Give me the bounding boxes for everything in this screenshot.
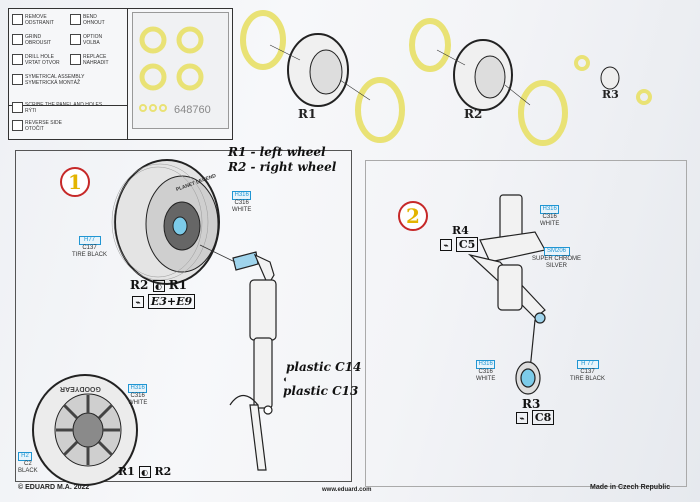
inset-wheel [32,374,138,486]
part-r2: R2 [130,278,149,292]
inset-tire-badge: H2 C2 BLACK [18,452,38,475]
inset-hub-name: C316 [130,393,145,399]
step2-chrome-badge: SM206 SUPER CHROME SILVER [532,247,581,270]
step-1-marker: 1 [60,167,90,197]
inset-parts-line: R1 ◐ R2 [118,465,171,478]
inset-part-r2: R2 [154,465,172,478]
step-1-frame [15,150,352,482]
inset-hub-badge: H316 C316 WHITE [128,384,148,407]
step1-strut [229,251,277,471]
inset-tire-code: H2 [18,452,32,461]
strut-option-icon: ◐ [283,374,289,384]
step2-part-c8-line: ⌁ C8 [516,410,555,425]
step1-parts-line: R2 ◐ R1 [130,278,187,292]
top-wheel-r3 [574,55,652,105]
step2-black-code: H 77 [576,360,599,369]
step2-glue-icon: ⌁ [440,239,452,251]
tire-color-badge: H77 C137 TIRE BLACK [72,236,107,259]
step2-top-name: C316 [542,214,557,220]
tire-color-name: C137 [82,245,97,251]
step2-top-code: H316 [540,205,560,214]
step2-chrome-desc: SILVER [546,263,567,269]
inset-hub-desc: WHITE [128,400,148,406]
step2-white-name: C316 [478,369,493,375]
drill-icon [12,54,23,65]
footer-url: www.eduard.com [322,487,372,493]
step2-part-c5: C5 [455,237,479,252]
hub-color-name: C316 [234,200,249,206]
footer-copyright: © EDUARD M.A. 2022 [18,484,90,491]
inset-brand-text: GOODYEAR [60,385,101,392]
strut-label-c14: plastic C14 [286,360,362,374]
step2-part-r4: R4 [452,224,469,237]
reverse-icon [12,120,23,131]
step2-black-badge: H 77 C137 TIRE BLACK [570,360,605,383]
grind-icon [12,34,23,45]
glue-icon: ⌁ [132,296,144,308]
step2-part-c5-line: ⌁ C5 [440,237,479,252]
step2-part-r3: R3 [522,397,541,411]
inset-photo-etch-icon: ◐ [138,466,151,478]
strut-label-c13: plastic C13 [283,384,359,398]
step2-white-code: H316 [476,360,496,369]
glue-parts: E3+E9 [147,294,196,309]
step2-black-desc: TIRE BLACK [570,376,606,382]
step2-white-desc: WHITE [476,376,496,382]
step2-chrome-name: SUPER CHROME [532,256,582,262]
part-r1: R1 [168,278,188,292]
tire-color-desc: TIRE BLACK [72,252,108,258]
inset-tire-desc: BLACK [18,468,38,474]
step2-chrome-code: SM206 [543,247,570,256]
step2-black-name: C137 [580,369,595,375]
caption-right-wheel: R2 - right wheel [228,160,337,174]
photo-etch-icon: ◐ [152,279,165,292]
step2-top-badge: H316 C316 WHITE [540,205,560,228]
hub-color-badge: H316 C316 WHITE [232,191,252,214]
top-label-r3: R3 [602,88,619,101]
step2-c8-glue-icon: ⌁ [516,412,528,424]
score-icon [12,102,23,113]
bend-icon [70,14,81,25]
step2-strut [467,194,546,395]
top-label-r1: R1 [298,107,317,121]
step-2-marker: 2 [398,201,428,231]
remove-icon [12,14,23,25]
step2-top-desc: WHITE [540,221,560,227]
hub-color-code: H316 [232,191,252,200]
ref-code: 648760 [174,104,211,116]
inset-hub-code: H316 [128,384,148,393]
step2-white-badge: H316 C316 WHITE [476,360,496,383]
top-wheel-r2 [409,18,568,146]
inset-tire-name: C2 [24,461,32,467]
replace-icon [70,54,81,65]
step2-part-c8: C8 [531,410,555,425]
step-2-frame [365,160,687,487]
footer-origin: Made in Czech Republic [590,484,671,491]
tire-color-code: H77 [78,236,101,245]
caption-left-wheel: R1 - left wheel [228,145,326,159]
symmetry-icon [12,74,23,85]
step1-wheel [111,159,220,285]
hub-color-desc: WHITE [232,207,252,213]
top-wheel-r1 [240,10,405,143]
inset-part-r1: R1 [118,465,135,478]
top-label-r2: R2 [464,107,483,121]
step1-glue-line: ⌁ E3+E9 [132,294,196,309]
option-icon [70,34,81,45]
